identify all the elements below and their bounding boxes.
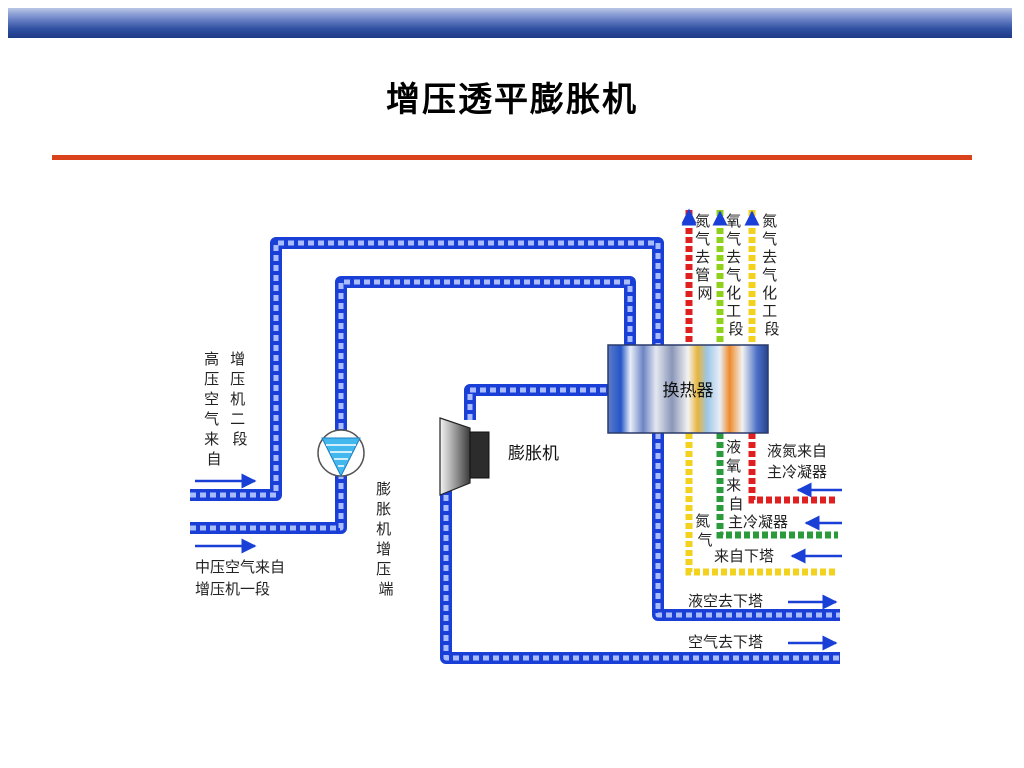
flow-arrows (195, 473, 842, 651)
header-bar (8, 8, 1012, 38)
label-nitrogen-to-network: 氮 气 去 管 网 (695, 212, 715, 302)
label-oxygen-to-vaporization: 氧 气 去 气 化 工 段 (726, 212, 746, 338)
top-output-arrows (681, 210, 760, 226)
diagram-labels: 高 压 空 气 来 自 增 压 机 二 段 中压空气来自 增压机一段 膨 胀 机… (195, 212, 827, 651)
heat-exchanger-label: 换热器 (663, 381, 714, 401)
label-liquid-oxygen-vertical: 液 氧 来 自 (726, 438, 746, 513)
label-air-outlet: 空气去下塔 (688, 633, 763, 651)
label-liquid-air-outlet: 液空去下塔 (688, 592, 763, 610)
label-mid-pressure-line2: 增压机一段 (195, 580, 270, 598)
label-liquid-nitrogen-line1: 液氮来自 (767, 442, 827, 460)
label-booster-end: 膨 胀 机 增 压 端 (376, 480, 396, 598)
label-high-pressure-col1: 高 压 空 气 来 自 (204, 350, 224, 468)
line-liquid-oxygen (716, 433, 838, 539)
title-divider (52, 155, 972, 160)
label-nitrogen-to-vaporization: 氮 气 去 气 化 工 段 (762, 212, 782, 338)
expander-turbine: 膨胀机 (439, 417, 559, 496)
air-pipes (190, 237, 840, 664)
label-mid-pressure-line1: 中压空气来自 (195, 558, 285, 576)
line-nitrogen-from-tower (685, 433, 838, 576)
booster-compressor (317, 429, 440, 478)
label-high-pressure-col2: 增 压 机 二 段 (230, 350, 250, 448)
label-nitrogen-from-tower-vertical: 氮 气 (695, 512, 715, 549)
label-liquid-oxygen-horizontal: 主冷凝器 (728, 513, 788, 531)
label-liquid-nitrogen-line2: 主冷凝器 (767, 463, 827, 481)
heat-exchanger: 换热器 (607, 344, 769, 434)
line-liquid-nitrogen (748, 433, 838, 504)
label-nitrogen-from-tower-horizontal: 来自下塔 (714, 547, 774, 565)
product-lines (681, 208, 838, 576)
page-title: 增压透平膨胀机 (386, 80, 638, 120)
expander-label: 膨胀机 (508, 444, 559, 464)
